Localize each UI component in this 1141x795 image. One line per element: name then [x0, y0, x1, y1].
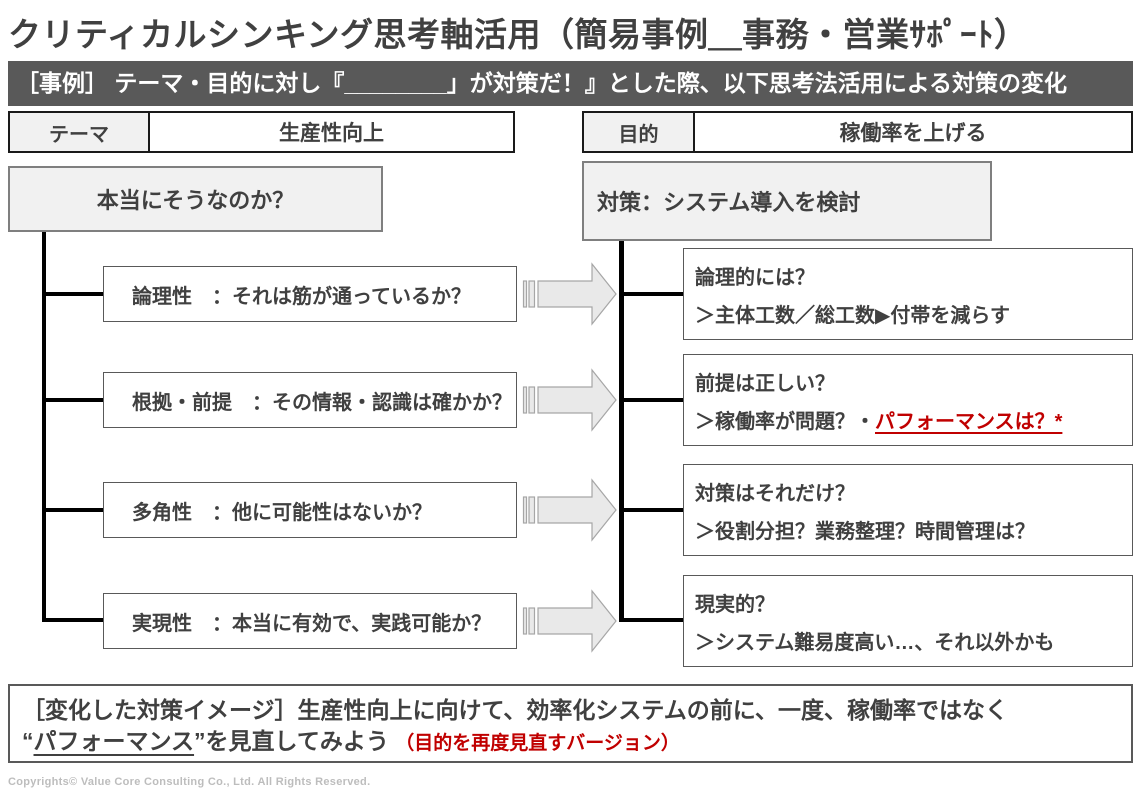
left-tree-trunk [42, 232, 46, 622]
right-branch-4 [619, 618, 683, 622]
right-arrow-icon [522, 589, 617, 653]
highlighted-text: パフォーマンスは？* [875, 410, 1063, 433]
theme-label: テーマ [10, 113, 150, 151]
theme-value: 生産性向上 [279, 122, 384, 145]
summary-line1: ［変化した対策イメージ］生産性向上に向けて、効率化システムの前に、一度、稼働率で… [22, 697, 1009, 723]
purpose-value: 稼働率を上げる [839, 122, 987, 145]
result-detail: ＞システム難易度高い…、それ以外かも [695, 631, 1055, 654]
result-detail: ＞役割分担？業務整理？時間管理は？ [695, 520, 1035, 543]
axis-box-feasibility: 実現性 ：本当に有効で、実践可能か？ [103, 593, 517, 649]
result-title: 対策はそれだけ？ [695, 482, 855, 505]
right-branch-2 [619, 398, 683, 402]
purpose-table: 目的 稼働率を上げる [582, 111, 1133, 153]
theme-table: テーマ 生産性向上 [8, 111, 515, 153]
right-branch-3 [619, 508, 683, 512]
summary-note: （目的を再度見直すバージョン） [395, 733, 680, 754]
axis-box-evidence: 根拠・前提 ：その情報・認識は確かか？ [103, 372, 517, 428]
result-box-realistic: 現実的？ ＞システム難易度高い…、それ以外かも [683, 575, 1133, 667]
result-detail: ＞稼働率が問題？・パフォーマンスは？* [695, 410, 1063, 433]
left-branch-2 [42, 398, 103, 402]
underlined-keyword: パフォーマンス [33, 728, 195, 754]
axis-box-logic: 論理性 ：それは筋が通っているか？ [103, 266, 517, 322]
purpose-label: 目的 [584, 113, 695, 151]
result-box-premise: 前提は正しい？ ＞稼働率が問題？・パフォーマンスは？* [683, 354, 1133, 446]
page-title: クリティカルシンキング思考軸活用（簡易事例＿事務・営業ｻﾎﾟｰﾄ） [8, 16, 1028, 53]
axis-box-multiview: 多角性 ：他に可能性はないか？ [103, 482, 517, 538]
summary-box: ［変化した対策イメージ］生産性向上に向けて、効率化システムの前に、一度、稼働率で… [8, 684, 1133, 763]
result-box-logic: 論理的には？ ＞主体工数／総工数▶付帯を減らす [683, 248, 1133, 340]
copyright-text: Copyrights© Value Core Consulting Co., L… [8, 776, 371, 788]
left-branch-1 [42, 292, 103, 296]
result-box-alternatives: 対策はそれだけ？ ＞役割分担？業務整理？時間管理は？ [683, 464, 1133, 556]
right-tree-trunk [619, 241, 624, 622]
left-branch-4 [42, 618, 103, 622]
case-banner: ［事例］ テーマ・目的に対し『________」が対策だ！』とした際、以下思考法… [8, 61, 1133, 106]
result-detail: ＞主体工数／総工数▶付帯を減らす [695, 304, 1010, 327]
left-branch-3 [42, 508, 103, 512]
right-branch-1 [619, 292, 683, 296]
right-arrow-icon [522, 478, 617, 542]
doubt-box: 本当にそうなのか？ [8, 166, 383, 232]
right-arrow-icon [522, 262, 617, 326]
result-title: 現実的？ [695, 593, 775, 616]
right-arrow-icon [522, 368, 617, 432]
result-title: 前提は正しい？ [695, 372, 835, 395]
countermeasure-box: 対策：システム導入を検討 [582, 161, 992, 241]
result-title: 論理的には？ [695, 266, 815, 289]
summary-line2: “パフォーマンス”を見直してみよう （目的を再度見直すバージョン） [22, 728, 680, 754]
